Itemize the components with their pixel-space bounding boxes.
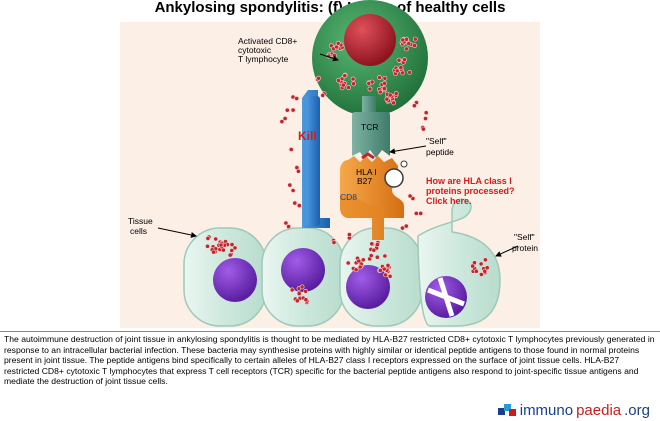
logo-text-org: .org [624,401,650,419]
diagram: Activated CD8+ cytotoxic T lymphocyte TC… [128,0,538,327]
tcr-label: TCR [361,122,378,132]
kill-label: Kill [298,129,317,143]
activated-label-1: Activated CD8+ [238,36,297,46]
self-protein-label-1: "Self" [514,232,535,242]
tissue-nucleus-3 [346,265,390,309]
processing-question-2[interactable]: proteins processed? [426,186,515,196]
lymphocyte-nucleus [344,14,396,66]
cd8-stalk [306,96,320,226]
caption-panel: The autoimmune destruction of joint tiss… [0,331,660,421]
hla-label-1: HLA I [356,167,377,177]
tissue-granules [205,234,490,305]
hla-label-2: B27 [357,176,372,186]
tissue-nucleus-1 [213,258,257,302]
logo-text-immuno: immuno [519,401,574,419]
cd8-label: CD8 [340,192,357,202]
tissue-nucleus-2 [281,248,325,292]
click-callout-bubble[interactable] [384,168,404,188]
tissue-cells [183,198,501,327]
self-peptide-label-1: "Self" [426,136,447,146]
processing-question-1[interactable]: How are HLA class I [426,176,512,186]
scattered-granules [279,75,429,245]
caption-text: The autoimmune destruction of joint tiss… [4,334,655,386]
label-pointers [157,53,519,257]
self-protein-label-2: protein [512,243,538,253]
tcr-receptor [352,96,390,158]
logo-cubes-icon [497,404,516,416]
tissue-label-2: cells [130,226,147,236]
fragmented-nucleus [425,276,467,318]
click-here-link[interactable]: Click here. [426,196,472,206]
self-peptide [361,152,375,160]
self-peptide-label-2: peptide [426,147,454,157]
tissue-label-1: Tissue [128,216,153,226]
logo-text-paedia: paedia [576,401,622,419]
activated-label-2: cytotoxic [238,45,272,55]
lymphocyte-granules [326,36,418,106]
activated-label-3: T lymphocyte [238,54,289,64]
page-title: Ankylosing spondylitis: (f) Killing of h… [154,0,506,16]
